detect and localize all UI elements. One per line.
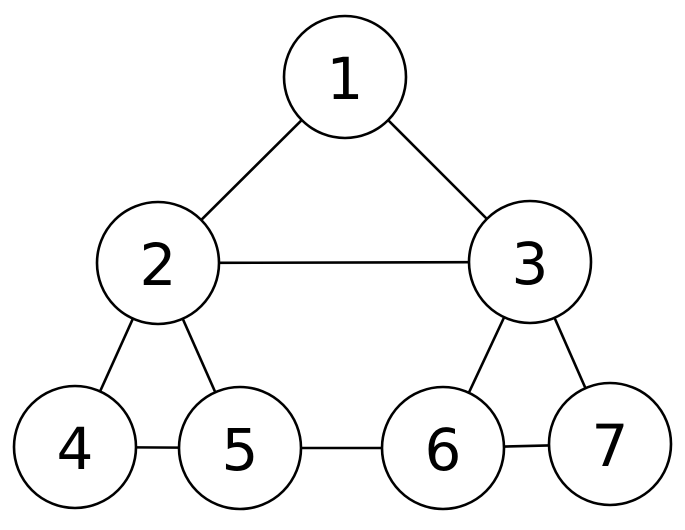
node-6-circle	[380, 385, 506, 511]
edge-2-3	[218, 260, 470, 265]
node-6-label: 6	[425, 416, 462, 484]
node-7-label: 7	[592, 412, 629, 480]
node-4-circle	[12, 384, 138, 510]
node-4: 4	[12, 384, 138, 510]
node-5-circle	[177, 385, 303, 511]
node-7: 7	[547, 381, 673, 507]
node-4-label: 4	[57, 415, 94, 483]
node-6: 6	[380, 385, 506, 511]
edge-layer	[98, 119, 587, 450]
node-1-label: 1	[327, 45, 364, 113]
edge-1-3	[387, 119, 488, 220]
edge-3-6	[467, 316, 506, 394]
node-3: 3	[467, 199, 593, 325]
node-3-circle	[467, 199, 593, 325]
node-7-circle	[547, 381, 673, 507]
node-1-circle	[282, 14, 408, 140]
node-2-circle	[95, 200, 221, 326]
node-5: 5	[177, 385, 303, 511]
node-1: 1	[282, 14, 408, 140]
edge-1-2	[200, 119, 303, 221]
node-2: 2	[95, 200, 221, 326]
edge-2-4	[98, 318, 135, 392]
edge-3-7	[553, 317, 587, 389]
node-layer: 1 2 3 4 5 6 7	[12, 14, 673, 511]
node-3-label: 3	[512, 230, 549, 298]
edge-2-5	[181, 318, 217, 393]
node-5-label: 5	[222, 416, 259, 484]
node-2-label: 2	[140, 231, 177, 299]
edge-6-7	[503, 444, 550, 448]
